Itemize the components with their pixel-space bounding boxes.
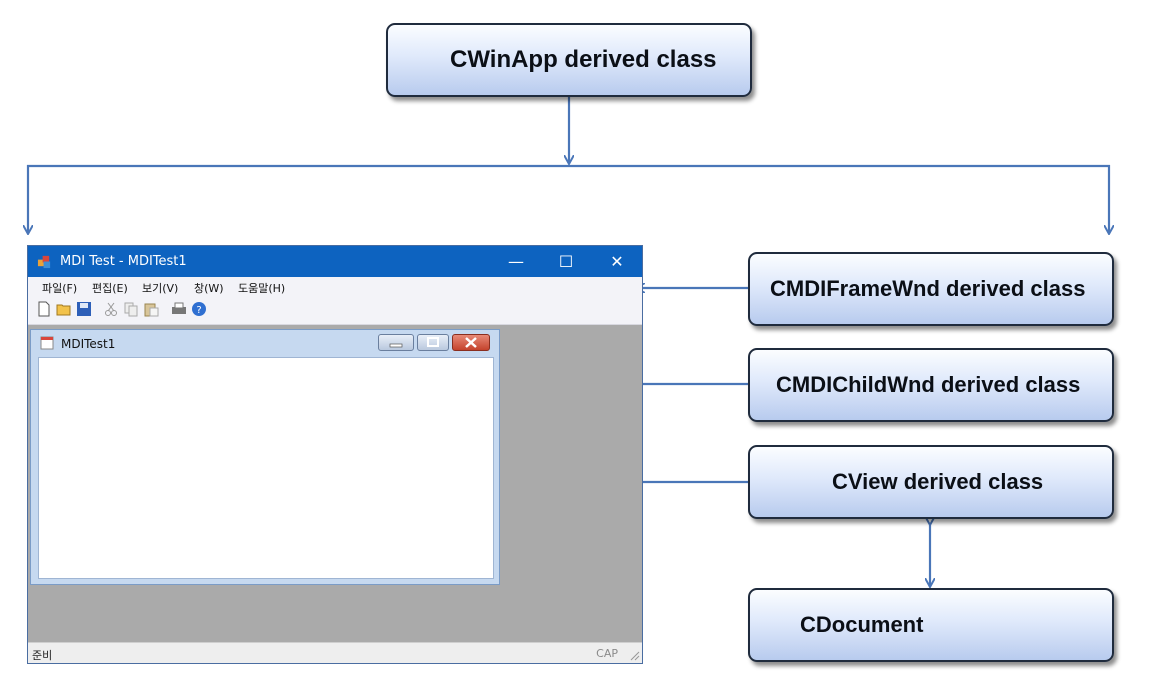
new-icon[interactable] — [36, 301, 52, 317]
cwinapp-label: CWinApp derived class — [450, 46, 717, 73]
cdocument-box: CDocument — [748, 588, 1114, 662]
menu-file[interactable]: 파일(F) — [42, 282, 78, 295]
cut-icon[interactable] — [103, 301, 119, 317]
child-maximize-button[interactable] — [417, 334, 449, 351]
menu-help[interactable]: 도움말(H) — [238, 282, 286, 295]
window-title: MDI Test - MDITest1 — [60, 254, 187, 269]
child-minimize-button[interactable] — [378, 334, 414, 351]
cview-box: CView derived class — [748, 445, 1114, 519]
print-icon[interactable] — [171, 301, 187, 317]
svg-text:?: ? — [196, 305, 201, 316]
restore-icon — [427, 337, 439, 347]
menu-view[interactable]: 보기(V) — [142, 282, 179, 295]
cmdiframewnd-box: CMDIFrameWnd derived class — [748, 252, 1114, 326]
menu-window[interactable]: 창(W) — [194, 282, 224, 295]
close-button[interactable]: ✕ — [610, 252, 624, 271]
status-ready: 준비 — [32, 649, 53, 662]
minimize-button[interactable]: — — [508, 252, 524, 271]
child-titlebar[interactable]: MDITest1 — [31, 330, 499, 356]
document-icon — [40, 336, 54, 350]
app-icon — [37, 255, 51, 269]
menu-bar: 파일(F) 편집(E) 보기(V) 창(W) 도움말(H) — [28, 277, 642, 296]
status-cap: CAP — [596, 647, 618, 660]
cwinapp-box: CWinApp derived class — [386, 23, 752, 97]
copy-icon[interactable] — [123, 301, 139, 317]
window-titlebar[interactable]: MDI Test - MDITest1 — ☐ ✕ — [28, 246, 642, 277]
resize-grip-icon[interactable] — [628, 649, 640, 661]
minimize-icon — [389, 343, 403, 348]
cmdichildwnd-box: CMDIChildWnd derived class — [748, 348, 1114, 422]
child-client-area[interactable] — [38, 357, 494, 579]
mdi-window: MDI Test - MDITest1 — ☐ ✕ 파일(F) 편집(E) 보기… — [27, 245, 643, 664]
close-icon — [465, 337, 477, 348]
save-icon[interactable] — [76, 301, 92, 317]
paste-icon[interactable] — [143, 301, 159, 317]
cdocument-label: CDocument — [800, 612, 924, 637]
maximize-button[interactable]: ☐ — [558, 252, 574, 271]
cmdiframewnd-label: CMDIFrameWnd derived class — [770, 276, 1086, 301]
toolbar: ? — [28, 296, 642, 325]
status-bar: 준비 CAP — [28, 642, 642, 663]
child-close-button[interactable] — [452, 334, 490, 351]
cview-label: CView derived class — [832, 469, 1044, 494]
child-title: MDITest1 — [61, 337, 116, 351]
menu-edit[interactable]: 편집(E) — [92, 282, 128, 295]
mdi-child-window: MDITest1 — [30, 329, 500, 585]
open-icon[interactable] — [56, 301, 72, 317]
cmdichildwnd-label: CMDIChildWnd derived class — [776, 372, 1081, 397]
help-icon[interactable]: ? — [191, 301, 207, 317]
